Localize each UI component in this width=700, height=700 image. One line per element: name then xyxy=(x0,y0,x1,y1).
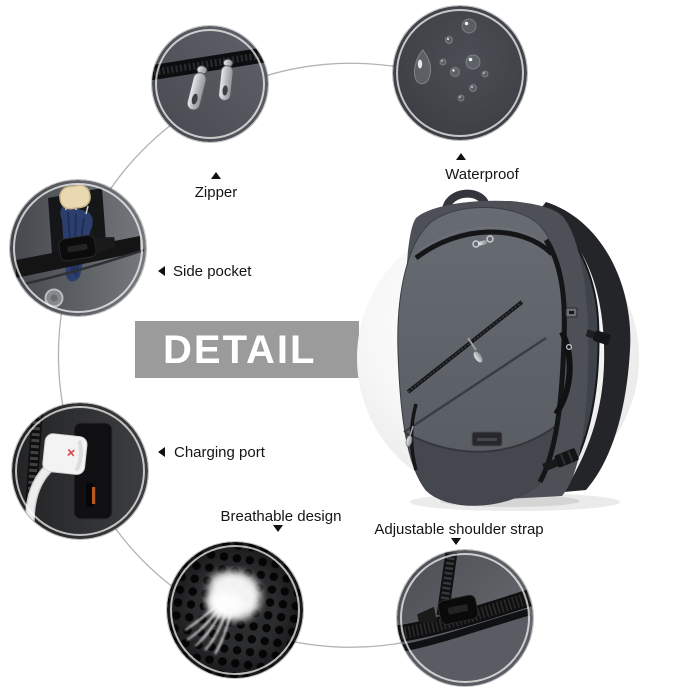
zipper-detail-photo xyxy=(152,26,268,142)
detail-banner: DETAIL xyxy=(135,321,359,378)
zipper-label: Zipper xyxy=(194,184,238,201)
shoulder-strap-photo xyxy=(397,550,533,686)
detail-banner-label: DETAIL xyxy=(163,327,317,372)
zipper-pull-icon xyxy=(186,65,208,111)
breathable-mesh-photo xyxy=(167,542,303,678)
umbrella-handle-icon xyxy=(59,184,91,210)
side-pocket-label: Side pocket xyxy=(173,263,252,280)
zipper-pointer-icon xyxy=(211,172,221,179)
charging-port-photo xyxy=(12,403,148,539)
buckle-strap-icon xyxy=(16,234,140,278)
usb-port-orange xyxy=(92,487,96,504)
breathable-design-pointer-icon xyxy=(273,525,283,532)
snap-button-icon xyxy=(44,288,64,308)
water-droplets-icon xyxy=(414,18,489,102)
shoulder-strap-pointer-icon xyxy=(451,538,461,545)
side-pocket-photo xyxy=(10,180,146,316)
usb-plug-icon xyxy=(42,433,88,475)
charging-port-label: Charging port xyxy=(174,444,265,461)
charging-port-pointer-icon xyxy=(158,447,165,457)
waterproof-pointer-icon xyxy=(456,153,466,160)
breathable-design-label: Breathable design xyxy=(220,508,342,525)
shoulder-strap-label: Adjustable shoulder strap xyxy=(374,521,544,538)
side-pocket-pointer-icon xyxy=(158,266,165,276)
backpack-photo xyxy=(397,189,631,511)
strap-buckle-icon xyxy=(417,594,479,625)
waterproof-fabric-photo xyxy=(393,6,527,140)
zipper-pull-icon xyxy=(218,58,234,102)
waterproof-label: Waterproof xyxy=(445,166,519,183)
